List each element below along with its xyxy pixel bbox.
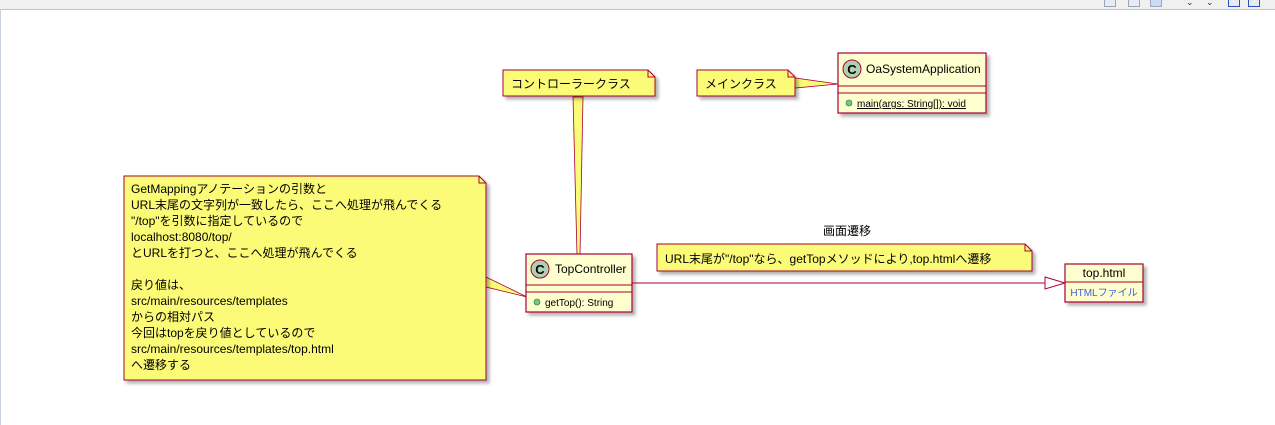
note-line: GetMappingアノテーションの引数と <box>131 181 327 196</box>
chevron-left-icon[interactable]: ⌄ <box>1186 0 1194 7</box>
zoom-fit-icon[interactable] <box>1228 0 1240 7</box>
note-controller-class-text: コントローラークラス <box>511 77 631 91</box>
note-line: localhost:8080/top/ <box>131 230 232 244</box>
class-name-top-html: top.html <box>1083 266 1126 280</box>
copy-icon[interactable] <box>1128 0 1140 7</box>
class-oa-system-application <box>837 52 987 114</box>
note-getmapping <box>123 175 487 381</box>
note-line: src/main/resources/templates <box>131 294 288 308</box>
class-badge-icon <box>530 259 550 279</box>
note-line: からの相対パス <box>131 310 215 324</box>
note-getmapping-text: GetMappingアノテーションの引数と URL末尾の文字列が一致したら、ここ… <box>131 181 446 372</box>
zoom-original-icon[interactable] <box>1248 0 1260 7</box>
chevron-right-icon[interactable]: ⌄ <box>1206 0 1214 7</box>
getmapping-note-connector <box>485 276 528 298</box>
export-icon[interactable] <box>1104 0 1116 7</box>
note-main-class <box>696 69 796 97</box>
main-note-connector <box>794 77 839 89</box>
panel-border <box>0 9 1 425</box>
note-line: とURLを打つと、ここへ処理が飛んでくる <box>131 245 358 260</box>
controller-note-connector <box>572 96 584 256</box>
pin-icon[interactable] <box>1150 0 1162 7</box>
note-line: src/main/resources/templates/top.html <box>131 342 334 356</box>
note-transition <box>656 243 1033 272</box>
method-get-top: getTop(): String <box>545 298 613 309</box>
note-line: 戻り値は、 <box>131 277 191 292</box>
note-controller-class <box>502 69 656 97</box>
class-badge-letter: C <box>847 62 857 77</box>
note-line: へ遷移する <box>131 358 191 372</box>
note-transition-text: URL末尾が"/top"なら、getTopメソッドにより,top.htmlへ遷移 <box>665 251 991 266</box>
relation-screen-transition <box>632 276 1067 290</box>
public-method-icon <box>845 99 853 107</box>
note-line: URL末尾の文字列が一致したら、ここへ処理が飛んでくる <box>131 197 442 212</box>
note-line: 今回はtopを戻り値としているので <box>131 325 315 340</box>
note-main-class-text: メインクラス <box>705 77 777 91</box>
class-badge-letter: C <box>535 262 545 277</box>
class-name-oa-system-application: OaSystemApplication <box>866 62 981 76</box>
note-line: "/top"を引数に指定しているので <box>131 213 303 228</box>
class-name-top-controller: TopController <box>555 262 626 276</box>
edge-label: 画面遷移 <box>823 224 871 238</box>
class-top-html <box>1064 263 1144 303</box>
class-badge-icon <box>842 59 862 79</box>
toolbar-strip: ⌄ ⌄ <box>0 0 1275 10</box>
method-main: main(args: String[]): void <box>857 99 966 110</box>
inheritance-arrow-icon <box>1044 276 1067 290</box>
public-method-icon <box>533 298 541 306</box>
stereotype-html-file: HTMLファイル <box>1070 288 1137 299</box>
